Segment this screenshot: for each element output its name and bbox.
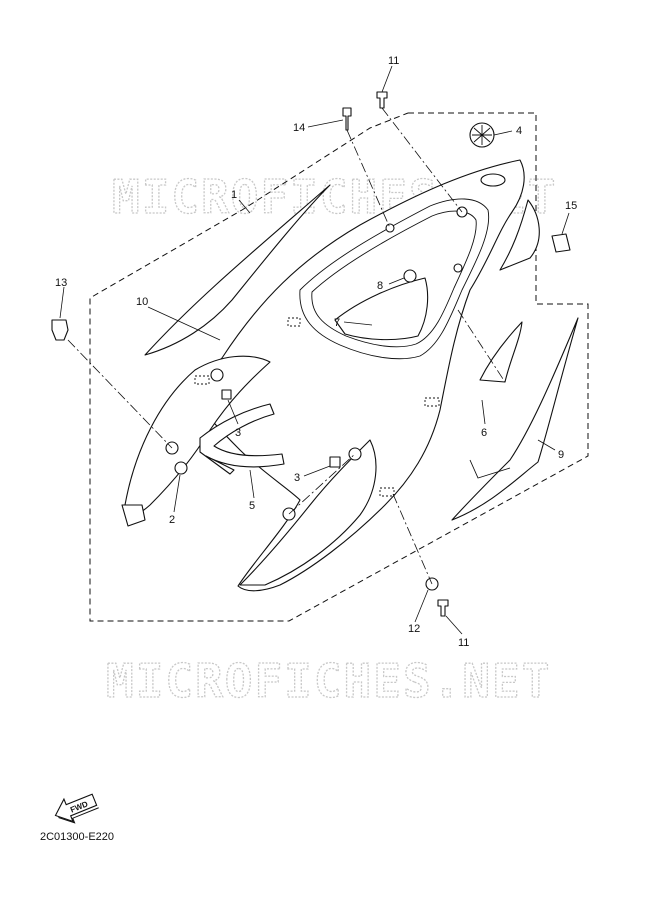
lower-center-panel — [239, 439, 377, 586]
axis-part-6 — [457, 309, 506, 383]
part-14-screw — [342, 107, 352, 131]
part-9-notch — [469, 459, 511, 479]
callout-7: 7 — [334, 317, 340, 329]
leader-9 — [537, 439, 556, 451]
leader-12 — [414, 589, 429, 623]
part-11-bolt-upper — [376, 91, 388, 109]
decal-b — [424, 397, 440, 407]
watermark-bottom: MICROFICHES.NET — [106, 654, 551, 708]
seat-opening — [299, 198, 490, 360]
part-3-clip-a — [221, 389, 232, 400]
callout-6: 6 — [481, 427, 487, 439]
hole-center — [348, 447, 362, 461]
callout-9: 9 — [558, 449, 564, 461]
leader-11-upper — [381, 65, 393, 93]
leader-7 — [343, 321, 373, 326]
axis-rivet-13 — [67, 339, 173, 449]
axis-center — [288, 453, 356, 515]
part-3-clip-b — [329, 456, 341, 468]
callout-11-upper: 11 — [388, 55, 399, 67]
leader-3a — [227, 399, 239, 425]
callout-8: 8 — [377, 280, 383, 292]
leader-3b — [303, 465, 331, 477]
part-5-strip — [199, 403, 285, 475]
callout-1: 1 — [231, 189, 237, 201]
callout-11-lower: 11 — [458, 637, 469, 649]
part-4-seat — [480, 173, 506, 187]
axis-collar-12 — [392, 493, 433, 585]
fwd-arrow-icon: FWD — [54, 793, 99, 824]
leader-4 — [493, 130, 513, 136]
reference-code: 2C01300-E220 — [40, 831, 114, 843]
part-8-damper — [403, 269, 417, 283]
leader-10 — [147, 306, 221, 341]
leader-11-lower — [445, 615, 463, 635]
part-2-grommet — [174, 461, 188, 475]
callout-13: 13 — [55, 277, 67, 289]
callout-5: 5 — [249, 500, 255, 512]
decal-a — [194, 375, 210, 385]
callout-10: 10 — [136, 296, 148, 308]
leader-13 — [59, 286, 65, 319]
hole-left — [210, 368, 224, 382]
callout-12: 12 — [408, 623, 420, 635]
part-11-bolt-lower — [437, 599, 449, 617]
leader-6 — [481, 399, 486, 425]
lower-left-skirt — [124, 355, 271, 519]
part-10-left-panel — [144, 184, 331, 356]
decal-c — [379, 487, 395, 497]
part-6-strip — [479, 321, 523, 383]
callout-14: 14 — [293, 122, 305, 134]
part-7-pad — [334, 277, 429, 341]
tail-tip — [499, 199, 540, 271]
callout-15: 15 — [565, 200, 577, 212]
callout-2: 2 — [169, 514, 175, 526]
seat-opening-inner — [311, 210, 477, 348]
lower-left-bracket — [121, 504, 146, 527]
callout-3b: 3 — [294, 472, 300, 484]
leader-15 — [561, 212, 570, 235]
leader-5 — [249, 469, 255, 499]
part-4-grommet-ribs — [472, 125, 492, 145]
axis-bolt-11 — [381, 107, 463, 213]
part-13-rivet — [51, 319, 69, 341]
callout-4: 4 — [516, 125, 522, 137]
hole-upper-left — [385, 223, 395, 233]
part-15-clip — [551, 233, 571, 253]
hole-mid-right — [453, 263, 463, 273]
decal-d — [287, 317, 301, 327]
leader-2 — [173, 474, 181, 513]
callout-3a: 3 — [235, 427, 241, 439]
leader-1 — [238, 199, 251, 214]
leader-8 — [388, 277, 405, 285]
leader-14 — [307, 119, 344, 128]
seat-cowl — [189, 159, 525, 592]
